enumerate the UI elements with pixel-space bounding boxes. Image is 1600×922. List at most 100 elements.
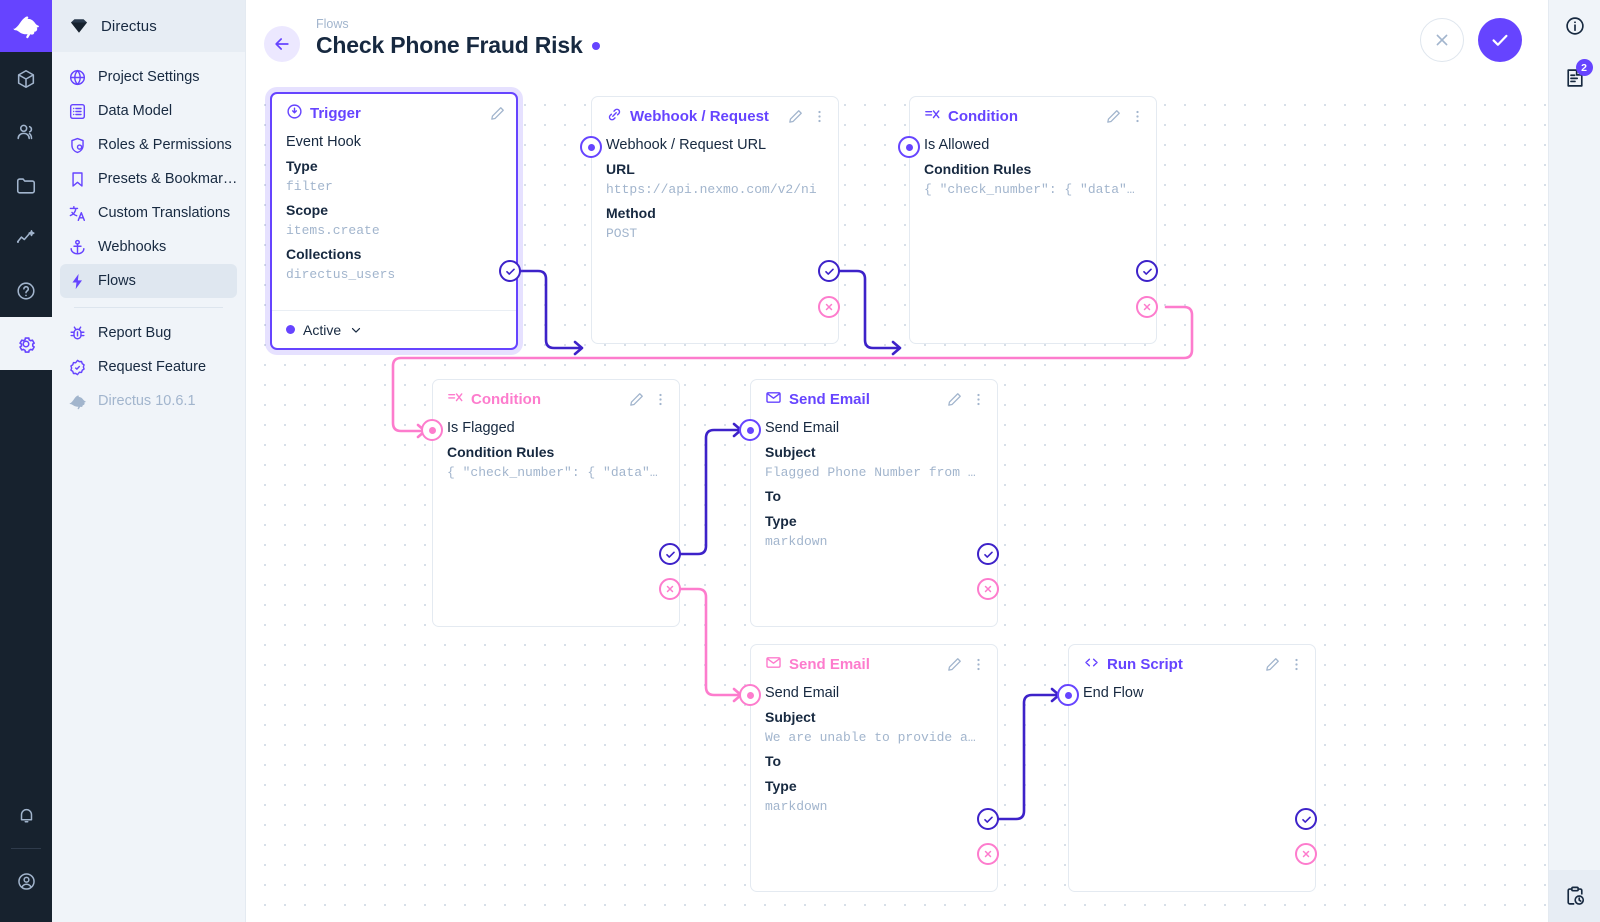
- mail-icon: [765, 389, 782, 410]
- flow-node-condition-flagged[interactable]: Condition Is Flagged Condition Rules { "…: [432, 379, 680, 627]
- module-settings[interactable]: [0, 317, 52, 370]
- field-label: Method: [606, 205, 656, 221]
- field-value: { "check_number": { "data"…: [924, 182, 1135, 197]
- field-label: Type: [765, 778, 797, 794]
- sidebar-item-report-bug[interactable]: Report Bug: [60, 316, 237, 350]
- back-button[interactable]: [264, 26, 300, 62]
- node-title-text: Send Email: [789, 390, 870, 408]
- close-icon: [825, 303, 833, 311]
- check-icon: [1142, 268, 1152, 275]
- trigger-status-bar[interactable]: Active: [272, 310, 516, 348]
- flow-node-webhook[interactable]: Webhook / Request U Webhook / Request UR…: [591, 96, 839, 344]
- port-reject-run-script[interactable]: [1295, 843, 1317, 865]
- flow-info-button[interactable]: [1549, 0, 1600, 52]
- more-options-icon[interactable]: [970, 656, 987, 673]
- edit-icon[interactable]: [628, 391, 645, 408]
- node-title: Send Email: [765, 389, 870, 410]
- sidebar-item-data-model[interactable]: Data Model: [60, 94, 237, 128]
- notifications-button[interactable]: [0, 789, 52, 842]
- module-help[interactable]: [0, 264, 52, 317]
- port-resolve-run-script[interactable]: [1295, 808, 1317, 830]
- help-icon: [17, 281, 35, 300]
- node-body: Event Hook Type filter Scope items.creat…: [272, 132, 516, 284]
- bug-icon: [68, 324, 87, 343]
- port-in-run-script[interactable]: [1057, 684, 1079, 706]
- port-resolve-send-email-unable[interactable]: [977, 808, 999, 830]
- port-in-condition-flagged[interactable]: [421, 419, 443, 441]
- flow-canvas[interactable]: Trigger Event Hook Type filter Scope ite…: [246, 86, 1548, 922]
- activity-log-button[interactable]: [1548, 870, 1600, 922]
- sidebar-item-roles-permissions[interactable]: Roles & Permissions: [60, 128, 237, 162]
- sidebar-item-presets-bookmarks[interactable]: Presets & Bookmar…: [60, 162, 237, 196]
- field-label: Type: [286, 158, 318, 174]
- sidebar-header: Directus: [52, 0, 245, 52]
- check-icon: [1301, 816, 1311, 823]
- chevron-down-icon[interactable]: [349, 323, 363, 337]
- sidebar-item-flows[interactable]: Flows: [60, 264, 237, 298]
- node-body: Is Flagged Condition Rules { "check_numb…: [433, 418, 679, 482]
- port-in-condition-allowed[interactable]: [898, 136, 920, 158]
- sidebar-item-project-settings[interactable]: Project Settings: [60, 60, 237, 94]
- port-resolve-condition-flagged[interactable]: [659, 543, 681, 565]
- port-in-send-email-flagged[interactable]: [739, 419, 761, 441]
- node-header: Trigger: [272, 94, 516, 132]
- save-button[interactable]: [1478, 18, 1522, 62]
- port-in-webhook[interactable]: [580, 136, 602, 158]
- sidebar-item-label: Webhooks: [98, 239, 167, 255]
- module-insights[interactable]: [0, 211, 52, 264]
- more-options-icon[interactable]: [1129, 108, 1146, 125]
- port-reject-webhook[interactable]: [818, 296, 840, 318]
- more-options-icon[interactable]: [970, 391, 987, 408]
- status-badge: Active: [303, 321, 342, 338]
- sidebar-item-webhooks[interactable]: Webhooks: [60, 230, 237, 264]
- flow-node-trigger[interactable]: Trigger Event Hook Type filter Scope ite…: [270, 92, 518, 350]
- edit-icon[interactable]: [489, 105, 506, 122]
- page-title-text: Check Phone Fraud Risk: [316, 32, 583, 58]
- edit-icon[interactable]: [1105, 108, 1122, 125]
- module-user-directory[interactable]: [0, 105, 52, 158]
- node-body: End Flow: [1069, 683, 1315, 703]
- port-reject-condition-allowed[interactable]: [1136, 296, 1158, 318]
- module-list: [0, 52, 52, 370]
- shield-icon: [68, 136, 87, 155]
- port-reject-send-email-flagged[interactable]: [977, 578, 999, 600]
- port-resolve-trigger[interactable]: [499, 260, 521, 282]
- sidebar-item-custom-translations[interactable]: Custom Translations: [60, 196, 237, 230]
- more-options-icon[interactable]: [811, 108, 828, 125]
- module-content[interactable]: [0, 52, 52, 105]
- bell-icon: [20, 808, 32, 823]
- breadcrumb[interactable]: Flows: [316, 17, 349, 31]
- flow-node-send-email-unable[interactable]: Send Email Send Email Subject We are una…: [750, 644, 998, 892]
- node-title: Trigger: [286, 103, 361, 124]
- port-reject-condition-flagged[interactable]: [659, 578, 681, 600]
- node-body: Is Allowed Condition Rules { "check_numb…: [910, 135, 1156, 199]
- check-icon: [983, 551, 993, 558]
- port-in-send-email-unable[interactable]: [739, 684, 761, 706]
- info-icon: [1565, 17, 1584, 35]
- more-options-icon[interactable]: [1288, 656, 1305, 673]
- edit-icon[interactable]: [787, 108, 804, 125]
- port-resolve-condition-allowed[interactable]: [1136, 260, 1158, 282]
- field-value: We are unable to provide a…: [765, 730, 976, 745]
- flow-node-run-script[interactable]: Run Script End Flow: [1068, 644, 1316, 892]
- more-options-icon[interactable]: [652, 391, 669, 408]
- edit-icon[interactable]: [946, 391, 963, 408]
- edit-icon[interactable]: [1264, 656, 1281, 673]
- directus-logo[interactable]: [0, 0, 52, 52]
- sidebar-item-request-feature[interactable]: Request Feature: [60, 350, 237, 384]
- flow-node-send-email-flagged[interactable]: Send Email Send Email Subject Flagged Ph…: [750, 379, 998, 627]
- badge-check-icon: [68, 358, 87, 377]
- port-reject-send-email-unable[interactable]: [977, 843, 999, 865]
- field-label: To: [765, 753, 782, 769]
- port-resolve-webhook[interactable]: [818, 260, 840, 282]
- account-button[interactable]: [0, 855, 52, 908]
- flow-node-condition-allowed[interactable]: Condition Is Allowed Condition Rules { "…: [909, 96, 1157, 344]
- port-resolve-send-email-flagged[interactable]: [977, 543, 999, 565]
- module-file-library[interactable]: [0, 158, 52, 211]
- sidebar-version: Directus 10.6.1: [60, 384, 237, 418]
- cancel-button[interactable]: [1420, 18, 1464, 62]
- directus-rabbit-small-icon: [68, 392, 87, 411]
- flow-logs-button[interactable]: 2: [1549, 52, 1600, 104]
- edit-icon[interactable]: [946, 656, 963, 673]
